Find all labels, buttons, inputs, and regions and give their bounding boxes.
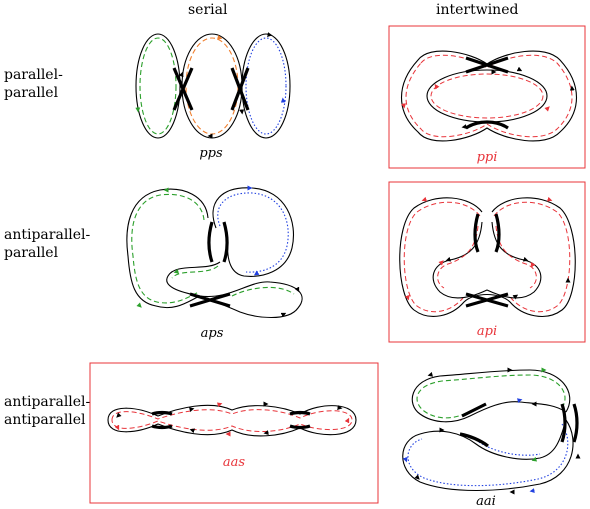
row-label-line-2: antiparallel bbox=[4, 412, 86, 428]
row-label-line-2: parallel bbox=[4, 245, 59, 261]
diagram-aai bbox=[402, 367, 581, 495]
frame-aas bbox=[89, 362, 379, 504]
frame-ppi bbox=[388, 25, 586, 169]
diagram-aas bbox=[107, 401, 357, 437]
diagram-api bbox=[399, 196, 576, 317]
caption-ppi: ppi bbox=[477, 150, 498, 165]
row-label-line-2: parallel bbox=[4, 85, 59, 101]
caption-aai: aai bbox=[476, 494, 496, 509]
row-label-line-1: antiparallel- bbox=[4, 227, 91, 243]
row-label-parallel-parallel: parallel- parallel bbox=[4, 66, 63, 102]
column-header-serial: serial bbox=[188, 2, 228, 18]
row-label-line-1: parallel- bbox=[4, 67, 63, 83]
diagram-pps bbox=[135, 32, 291, 139]
diagram-aps bbox=[126, 185, 303, 318]
caption-aps: aps bbox=[201, 326, 224, 341]
row-label-line-1: antiparallel- bbox=[4, 394, 91, 410]
diagram-ppi bbox=[400, 50, 578, 142]
row-label-antiparallel-antiparallel: antiparallel- antiparallel bbox=[4, 393, 90, 429]
row-label-antiparallel-parallel: antiparallel- parallel bbox=[4, 226, 90, 262]
frame-api bbox=[388, 181, 586, 343]
caption-pps: pps bbox=[199, 146, 223, 161]
caption-api: api bbox=[477, 324, 497, 339]
caption-aas: aas bbox=[223, 455, 246, 470]
column-header-intertwined: intertwined bbox=[436, 2, 519, 18]
